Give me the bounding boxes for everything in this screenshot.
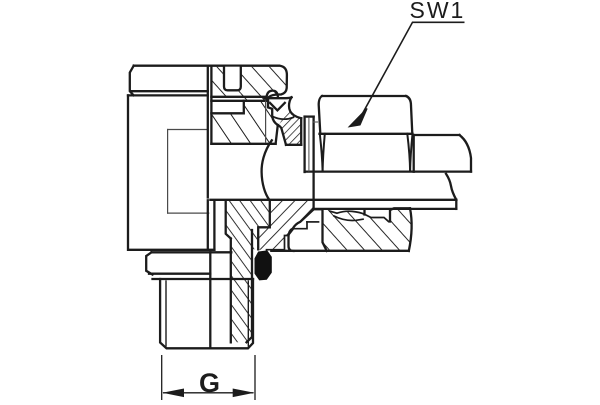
svg-text:G: G [199,368,220,398]
svg-text:SW1: SW1 [410,0,466,23]
